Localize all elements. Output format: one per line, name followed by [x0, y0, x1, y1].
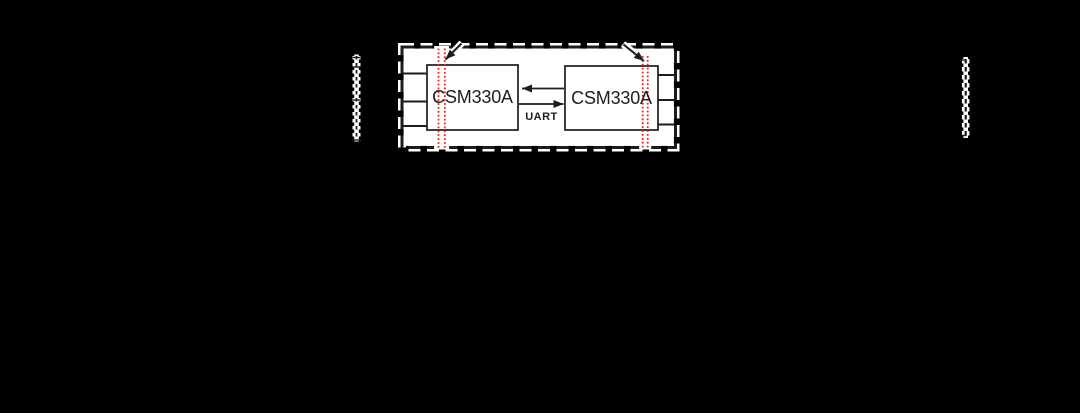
- module-box-left: [426, 64, 519, 131]
- enclosure-dashed-border: [400, 45, 677, 149]
- module-box-right: [564, 65, 659, 131]
- left-pointer-arrow: [444, 42, 463, 61]
- pin-wires: [402, 72, 676, 127]
- right-pointer-arrow: [622, 43, 645, 62]
- left-edge-ticks: [352, 56, 361, 141]
- red-marker-lines: [437, 48, 649, 149]
- right-edge-ticks: [961, 59, 967, 137]
- right-dashed-edge: [961, 57, 970, 138]
- left-dashed-edge: [352, 54, 361, 142]
